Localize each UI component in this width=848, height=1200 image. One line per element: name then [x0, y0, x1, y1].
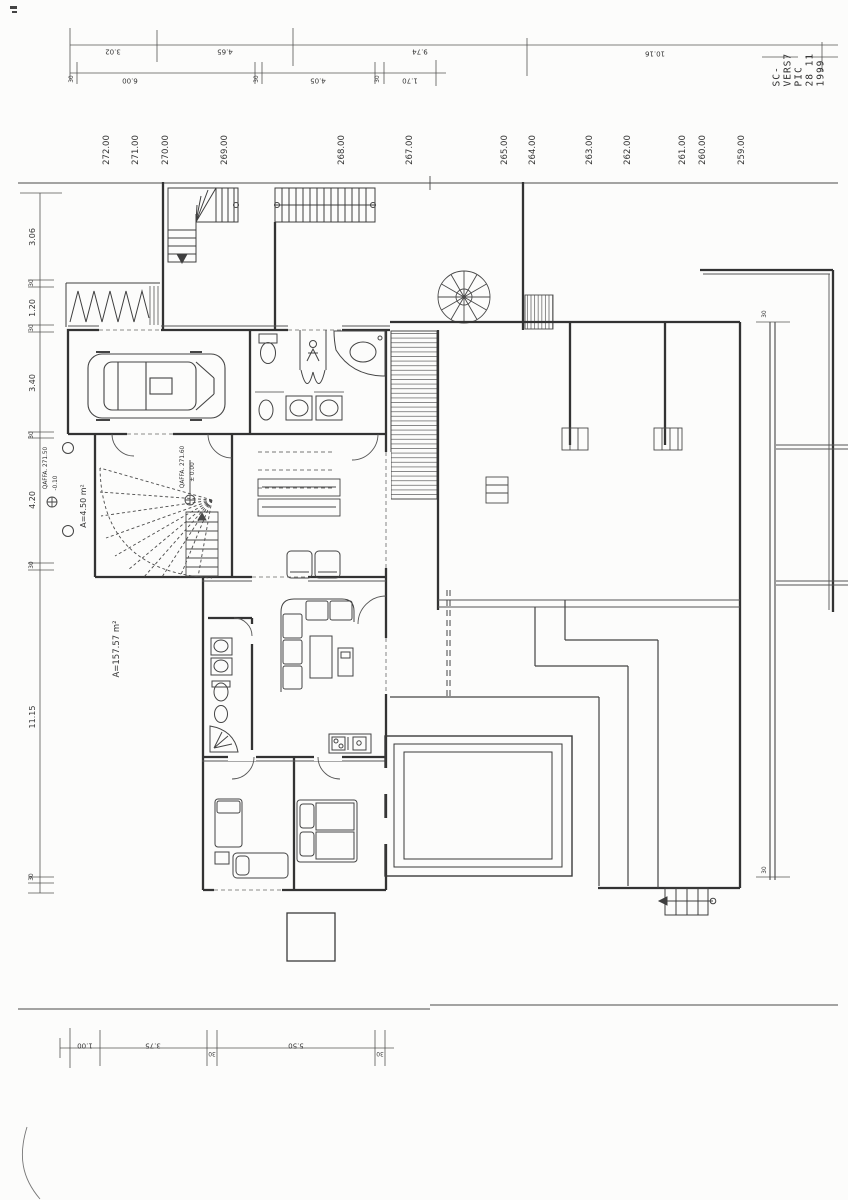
dim-label: 4.65 — [217, 47, 233, 56]
planting-strip — [65, 282, 160, 327]
dim-label: 11.15 — [28, 705, 37, 729]
dim-label: 1.70 — [402, 76, 418, 85]
dim-label-small: 30 — [29, 279, 36, 287]
dim-label-small: 30 — [254, 75, 261, 83]
kitchen — [328, 733, 372, 754]
dim-label-small: 30 — [69, 75, 76, 83]
dim-label-small: 30 — [29, 873, 36, 881]
window-boxes — [485, 427, 683, 504]
elevation-label: 268.00 — [336, 135, 347, 165]
dim-label: 3.06 — [28, 228, 37, 246]
pool-edge-gaps — [382, 768, 389, 844]
walls — [66, 182, 835, 892]
elevation-label: 261.00 — [677, 135, 688, 165]
outbuilding — [286, 912, 336, 962]
dim-label-small: 30 — [376, 1049, 384, 1056]
grate-strip — [524, 294, 554, 330]
datum-label: QAFFA. 271.50 — [43, 446, 50, 490]
elevation-label: 269.00 — [219, 135, 230, 165]
stamp-date: 28 11 1999 — [804, 52, 827, 87]
drawing-stamp: SC-VERS7 PIC 28 11 1999 — [772, 38, 827, 87]
bedroom-furniture — [214, 798, 358, 879]
dim-label-small: 30 — [375, 75, 382, 83]
elevation-label: 267.00 — [404, 135, 415, 165]
elevation-label: 262.00 — [622, 135, 633, 165]
circular-stair — [437, 270, 491, 324]
dim-label: 6.00 — [122, 76, 138, 85]
stamp-title: SC-VERS7 PIC — [771, 52, 805, 87]
dim-label: 3.02 — [105, 47, 121, 56]
wall-tick-label: 30 — [762, 866, 769, 874]
elevation-label: 272.00 — [101, 135, 112, 165]
dim-label-small: 30 — [208, 1049, 216, 1056]
elevation-label: 271.00 — [130, 135, 141, 165]
dim-label: 10.16 — [644, 49, 666, 58]
elevation-label: 259.00 — [736, 135, 747, 165]
elevation-label: 265.00 — [499, 135, 510, 165]
dim-label: 4.05 — [310, 76, 326, 85]
site-boundary — [18, 176, 838, 1200]
dim-label: 3.75 — [145, 1041, 161, 1050]
car — [87, 351, 226, 421]
elevation-label: 270.00 — [160, 135, 171, 165]
columns — [62, 442, 74, 537]
scan-marks — [10, 6, 17, 13]
door-arcs — [111, 433, 387, 780]
living-furniture — [280, 550, 355, 692]
datum-markers — [46, 460, 196, 508]
bath-fixtures-top — [255, 330, 386, 421]
dim-label: 3.40 — [28, 374, 37, 392]
garden-stair — [657, 887, 717, 916]
wall-tick-label: 30 — [762, 310, 769, 318]
dimension-lines — [20, 28, 838, 1068]
dim-label-small: 30 — [29, 431, 36, 439]
datum-level: -0.10 — [53, 475, 60, 491]
area-label-hall: A=4.50 m² — [79, 484, 88, 528]
winder-stair — [99, 451, 334, 579]
datum-label: QAFFA. 271.60 — [180, 445, 187, 489]
pool — [384, 735, 573, 877]
dim-label-small: 30 — [29, 324, 36, 332]
dim-label: 9.74 — [412, 47, 428, 56]
elevation-label: 264.00 — [527, 135, 538, 165]
dim-label: 1.20 — [28, 299, 37, 317]
wall-openings — [99, 325, 391, 894]
elevation-label: 260.00 — [697, 135, 708, 165]
terrace-steps — [390, 590, 659, 888]
dim-label: 1.00 — [77, 1041, 93, 1050]
bath-fixtures-main — [209, 637, 239, 753]
dim-label: 4.20 — [28, 491, 37, 509]
area-label-main: A=157.57 m² — [111, 620, 122, 678]
elevation-label: 263.00 — [584, 135, 595, 165]
exterior-stairs — [167, 187, 376, 265]
wardrobe — [257, 478, 341, 517]
dim-label: 5.50 — [288, 1041, 304, 1050]
dim-label-small: 30 — [29, 561, 36, 569]
datum-level: ± 0.00 — [190, 462, 197, 482]
deck-steps — [390, 330, 438, 500]
